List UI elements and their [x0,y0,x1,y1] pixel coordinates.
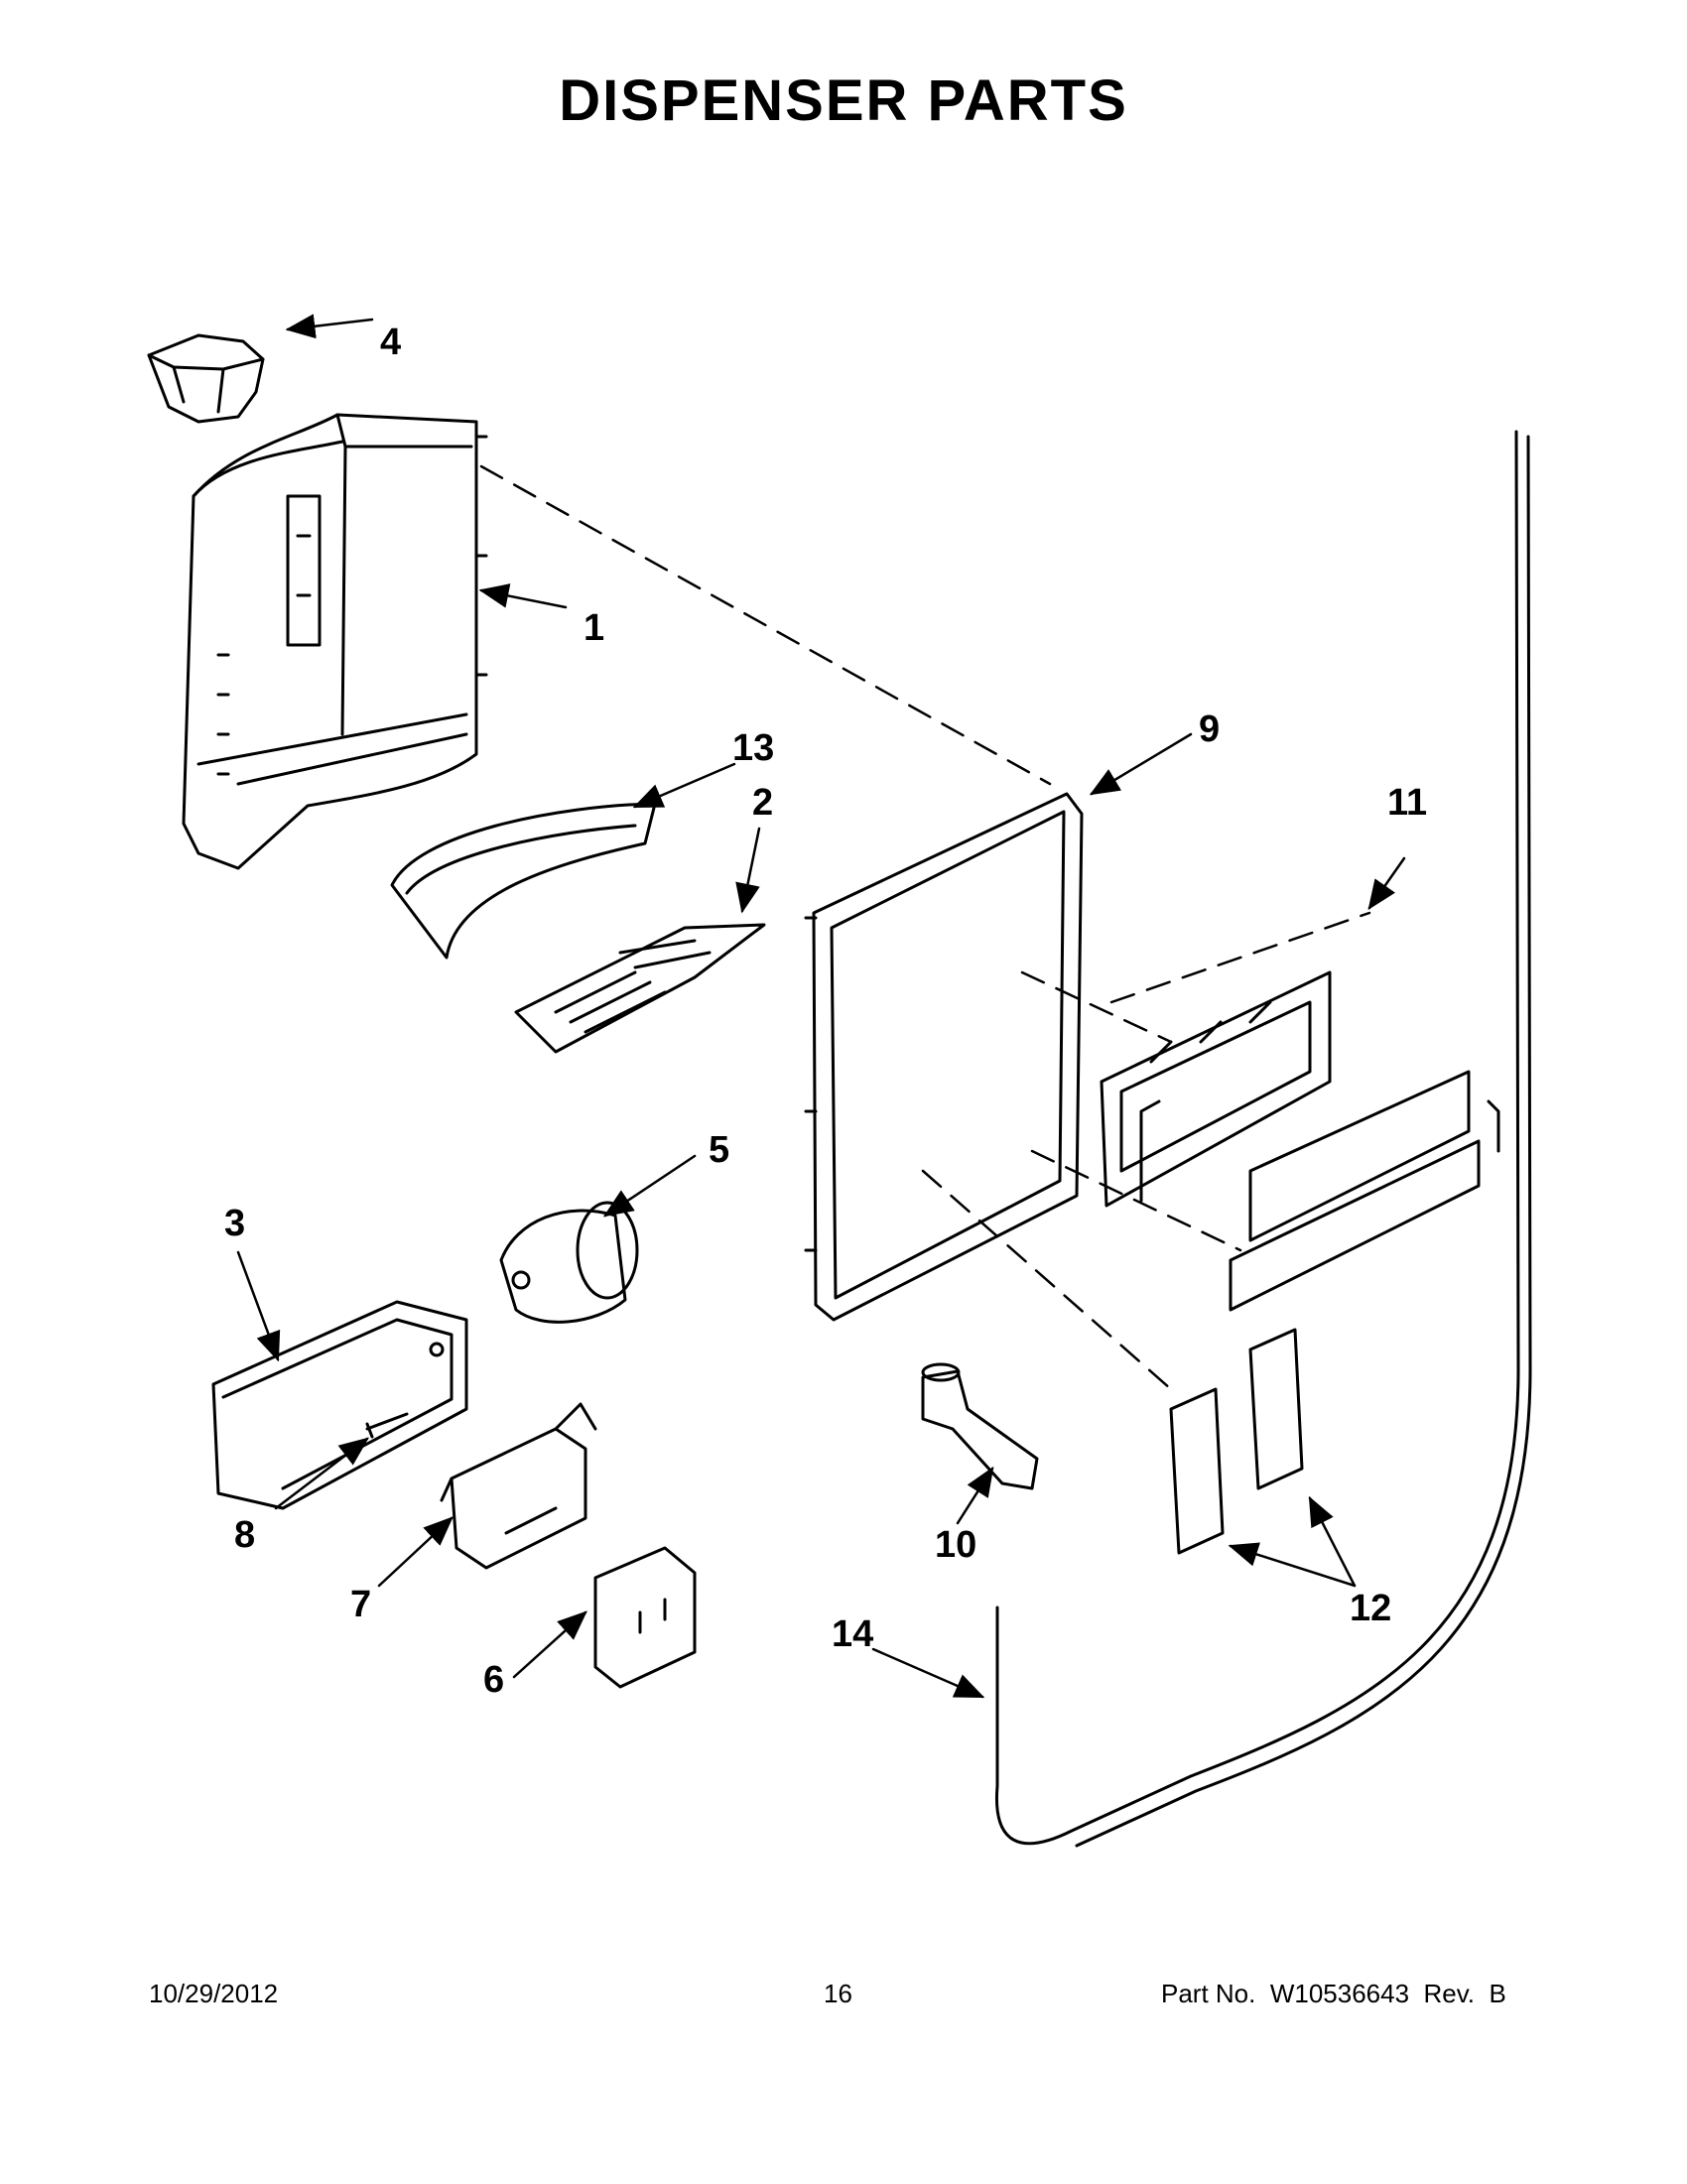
part-6-switch [593,1546,697,1689]
callout-7: 7 [350,1584,372,1625]
callout-8: 8 [234,1514,256,1556]
part-8-screw [365,1412,409,1439]
page-title: DISPENSER PARTS [559,68,1128,133]
callout-13: 13 [732,727,775,769]
callout-9: 9 [1199,708,1221,750]
callout-3: 3 [224,1203,246,1244]
part-12-trim-pieces [1169,1328,1304,1555]
part-5-motor [499,1201,639,1324]
part-7-solenoid [440,1402,597,1570]
part-14-water-tube [994,430,1532,1848]
footer-page-number: 16 [824,1979,852,2008]
footer-part-number: Part No. W10536643 Rev. B [1161,1979,1506,2008]
callout-6: 6 [483,1659,505,1701]
callout-1: 1 [584,607,605,649]
callout-5: 5 [709,1129,730,1171]
part-2-drip-grille [514,923,766,1054]
callout-11: 11 [1387,782,1428,824]
footer-date: 10/29/2012 [149,1979,279,2008]
part-9-frame [804,792,1084,1322]
callout-10: 10 [935,1524,977,1566]
callout-4: 4 [380,321,402,363]
part-4-ice-cup [147,333,265,424]
callout-14: 14 [832,1613,874,1655]
part-13-drip-tray-frame [390,802,657,960]
part-10-nozzle [921,1362,1039,1490]
part-11-control-assembly [1100,970,1500,1312]
callout-2: 2 [752,782,774,824]
part-3-bracket [211,1300,468,1510]
callout-12: 12 [1350,1588,1392,1629]
part-1-dispenser-housing [182,413,488,870]
